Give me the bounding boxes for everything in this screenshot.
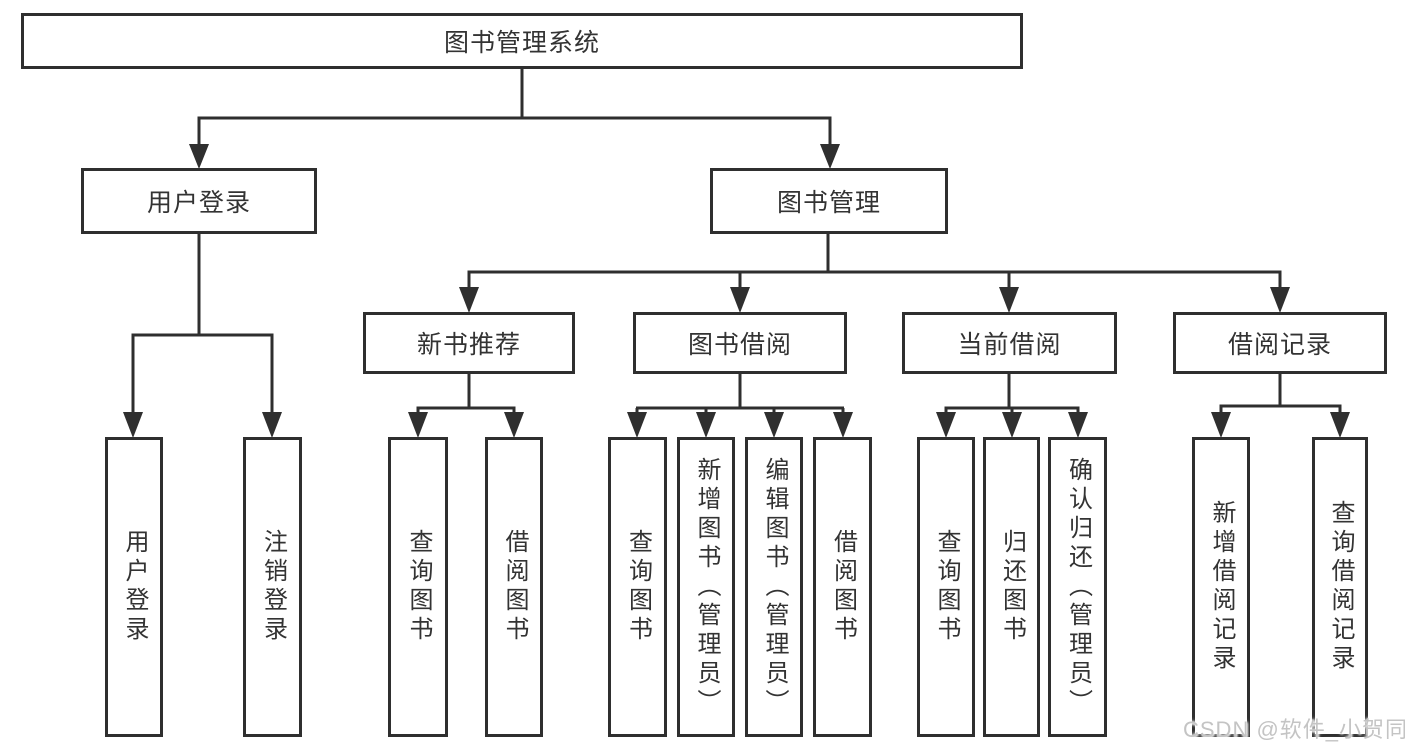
node-book-management: 图书管理 [710,168,948,234]
connector-recommend-to-leaves [408,372,524,438]
connector-root-to-level2 [189,66,840,169]
leaf-logout: 注销登录 [243,437,302,737]
connector-borrow-to-leaves [627,372,853,438]
leaf-borrow-query-books: 查询图书 [608,437,667,737]
leaf-borrow-add-books-admin: 新增图书（管理员） [677,437,735,737]
leaf-records-query-record: 查询借阅记录 [1312,437,1368,737]
node-new-book-recommend: 新书推荐 [363,312,575,374]
connector-login-to-leaves [123,231,282,438]
node-borrow-records: 借阅记录 [1173,312,1387,374]
node-book-borrow: 图书借阅 [633,312,847,374]
leaf-current-return-books: 归还图书 [983,437,1040,737]
leaf-recommend-borrow-books: 借阅图书 [485,437,543,737]
leaf-records-add-record: 新增借阅记录 [1192,437,1250,737]
connector-management-to-level3 [459,231,1290,313]
node-current-borrow: 当前借阅 [902,312,1117,374]
leaf-current-confirm-return-admin: 确认归还（管理员） [1048,437,1107,737]
node-user-login: 用户登录 [81,168,317,234]
connector-records-to-leaves [1211,372,1350,438]
connector-current-to-leaves [936,372,1088,438]
leaf-borrow-borrow-books: 借阅图书 [813,437,872,737]
leaf-user-login: 用户登录 [105,437,163,737]
watermark: CSDN @软件_小贺同学 [1183,717,1405,742]
node-library-system: 图书管理系统 [21,13,1023,69]
leaf-recommend-query-books: 查询图书 [388,437,448,737]
leaf-current-query-books: 查询图书 [917,437,975,737]
leaf-borrow-edit-books-admin: 编辑图书（管理员） [745,437,803,737]
